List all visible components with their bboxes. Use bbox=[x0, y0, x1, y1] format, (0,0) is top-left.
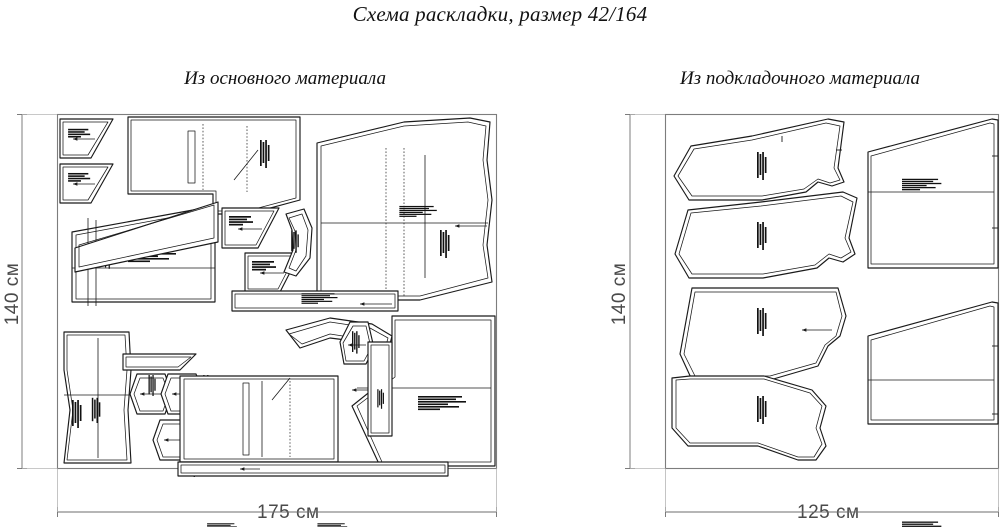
pattern-piece-collar bbox=[283, 208, 313, 277]
dimensions-main bbox=[17, 114, 497, 517]
pattern-piece-bottom-strip bbox=[177, 461, 449, 527]
lining-piece-front-lower bbox=[674, 191, 858, 279]
pattern-piece-facing-e bbox=[122, 353, 197, 371]
pattern-piece-front-bodice bbox=[316, 117, 493, 301]
pattern-piece-facing-d bbox=[244, 252, 301, 293]
page-title: Схема раскладки, размер 42/164 bbox=[352, 2, 648, 26]
lining-piece-back-upper bbox=[679, 287, 847, 381]
lining-piece-side-upper bbox=[867, 118, 999, 269]
pattern-piece-facing-a bbox=[59, 118, 114, 159]
pattern-piece-loop-d bbox=[339, 321, 375, 365]
lining-piece-front-upper bbox=[673, 118, 845, 201]
lining-piece-back-lower bbox=[671, 375, 827, 461]
dimension-label-main-width: 175 см bbox=[250, 502, 327, 524]
pattern-piece-lower-center bbox=[179, 375, 339, 463]
panel-main-fabric bbox=[17, 113, 498, 527]
panel-heading-lining-fabric: Из подкладочного материала bbox=[679, 68, 921, 89]
pattern-piece-side-front bbox=[63, 331, 132, 464]
lining-piece-side-lower bbox=[867, 301, 999, 527]
pattern-piece-belt-strip bbox=[231, 290, 399, 312]
pattern-piece-facing-c bbox=[221, 207, 280, 249]
panel-lining-fabric bbox=[625, 113, 1000, 527]
pattern-piece-waistband-sloped bbox=[74, 201, 219, 273]
fabric-frame-lining bbox=[664, 113, 1000, 470]
pattern-piece-back-main bbox=[127, 116, 301, 215]
pattern-piece-pocket bbox=[367, 341, 393, 437]
dimension-label-lining-width: 125 см bbox=[790, 502, 867, 524]
panel-heading-main-fabric: Из основного материала bbox=[184, 68, 386, 89]
dimensions-lining bbox=[625, 114, 999, 517]
pattern-piece-facing-b bbox=[59, 163, 114, 204]
